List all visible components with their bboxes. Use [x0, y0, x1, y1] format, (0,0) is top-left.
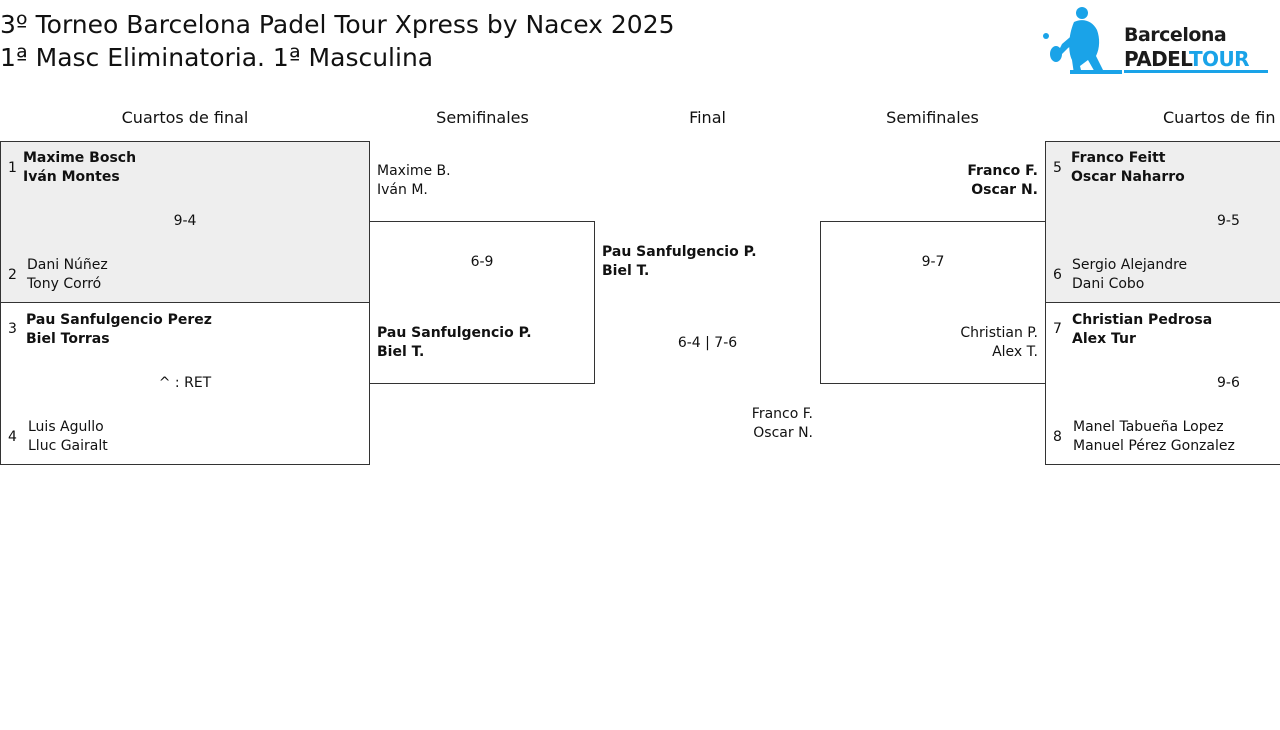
player-name: Oscar Naharro [1071, 169, 1185, 185]
semifinal-left-team-a[interactable]: Maxime B. Iván M. [377, 162, 451, 200]
team-loser[interactable]: Luis Agullo Lluc Gairalt [28, 418, 108, 456]
player-name: Biel T. [602, 263, 650, 279]
player-name: Iván Montes [23, 169, 120, 185]
player-name: Franco F. [967, 163, 1038, 179]
tournament-header: 3º Torneo Barcelona Padel Tour Xpress by… [0, 8, 675, 74]
seed-number: 8 [1053, 429, 1062, 445]
player-name: Luis Agullo [28, 419, 104, 435]
round-label-quarterfinals-left: Cuartos de final [121, 108, 249, 127]
player-name: Christian P. [960, 325, 1038, 341]
round-label-semifinals-left: Semifinales [436, 108, 529, 127]
round-label-quarterfinals-right: Cuartos de fin [1163, 108, 1276, 127]
match-score: 9-6 [1217, 375, 1240, 391]
player-name: Alex T. [992, 344, 1038, 360]
team-winner[interactable]: Maxime Bosch Iván Montes [23, 149, 136, 187]
player-name: Manuel Pérez Gonzalez [1073, 438, 1235, 454]
player-name: Maxime B. [377, 163, 451, 179]
final-score: 6-4 | 7-6 [677, 335, 738, 351]
player-name: Oscar N. [753, 425, 813, 441]
player-name: Christian Pedrosa [1072, 312, 1213, 328]
category-title: 1ª Masc Eliminatoria. 1ª Masculina [0, 43, 434, 72]
player-name: Pau Sanfulgencio P. [377, 325, 532, 341]
padel-player-icon [1043, 7, 1122, 74]
player-name: Pau Sanfulgencio Perez [26, 312, 212, 328]
team-loser[interactable]: Manel Tabueña Lopez Manuel Pérez Gonzale… [1073, 418, 1235, 456]
player-name: Pau Sanfulgencio P. [602, 244, 757, 260]
team-winner[interactable]: Franco Feitt Oscar Naharro [1071, 149, 1185, 187]
player-name: Biel T. [377, 344, 425, 360]
player-name: Tony Corró [27, 276, 102, 292]
seed-number: 1 [8, 160, 17, 176]
final-team-b[interactable]: Franco F. Oscar N. [640, 405, 813, 443]
match-score: 9-7 [921, 254, 945, 270]
seed-number: 6 [1053, 267, 1062, 283]
player-name: Oscar N. [971, 182, 1038, 198]
logo-underline [1124, 70, 1268, 73]
match-score: ^ : RET [158, 375, 212, 391]
player-name: Maxime Bosch [23, 150, 137, 166]
team-loser[interactable]: Dani Núñez Tony Corró [27, 256, 108, 294]
match-score: 9-5 [1217, 213, 1240, 229]
barcelona-padel-tour-logo: Barcelona PADELTOUR [1042, 4, 1270, 76]
seed-number: 7 [1053, 321, 1062, 337]
quarterfinal-match-3[interactable]: 5 Franco Feitt Oscar Naharro 9-5 6 Sergi… [1045, 141, 1280, 303]
player-name: Dani Cobo [1072, 276, 1145, 292]
semifinal-left-team-b[interactable]: Pau Sanfulgencio P. Biel T. [377, 324, 532, 362]
seed-number: 3 [8, 321, 17, 337]
quarterfinal-match-1[interactable]: 1 Maxime Bosch Iván Montes 9-4 2 Dani Nú… [0, 141, 370, 303]
final-team-a[interactable]: Pau Sanfulgencio P. Biel T. [602, 243, 757, 281]
player-name: Biel Torras [26, 331, 110, 347]
player-name: Manel Tabueña Lopez [1073, 419, 1224, 435]
seed-number: 5 [1053, 160, 1062, 176]
round-label-final: Final [689, 108, 726, 127]
semifinal-match-left[interactable]: 6-9 Pau Sanfulgencio P. Biel T. [369, 221, 595, 384]
player-name: Alex Tur [1072, 331, 1136, 347]
quarterfinal-match-2[interactable]: 3 Pau Sanfulgencio Perez Biel Torras ^ :… [0, 302, 370, 465]
tournament-title: 3º Torneo Barcelona Padel Tour Xpress by… [0, 10, 675, 39]
logo-wordmark-bottom: PADELTOUR [1124, 47, 1249, 71]
seed-number: 4 [8, 429, 17, 445]
player-name: Franco Feitt [1071, 150, 1166, 166]
match-score: 6-9 [470, 254, 494, 270]
team-loser[interactable]: Sergio Alejandre Dani Cobo [1072, 256, 1187, 294]
team-winner[interactable]: Pau Sanfulgencio Perez Biel Torras [26, 311, 212, 349]
player-name: Dani Núñez [27, 257, 108, 273]
player-name: Lluc Gairalt [28, 438, 108, 454]
semifinal-match-right[interactable]: 9-7 Christian P. Alex T. [820, 221, 1046, 384]
player-name: Franco F. [751, 406, 813, 422]
team-winner[interactable]: Christian Pedrosa Alex Tur [1072, 311, 1212, 349]
match-score: 9-4 [173, 213, 197, 229]
semifinal-right-team-a[interactable]: Franco F. Oscar N. [860, 162, 1038, 200]
semifinal-right-team-b[interactable]: Christian P. Alex T. [841, 324, 1038, 362]
seed-number: 2 [8, 267, 17, 283]
player-name: Iván M. [377, 182, 428, 198]
quarterfinal-match-4[interactable]: 7 Christian Pedrosa Alex Tur 9-6 8 Manel… [1045, 302, 1280, 465]
player-name: Sergio Alejandre [1072, 257, 1188, 273]
round-label-semifinals-right: Semifinales [886, 108, 979, 127]
logo-wordmark-top: Barcelona [1124, 24, 1227, 46]
